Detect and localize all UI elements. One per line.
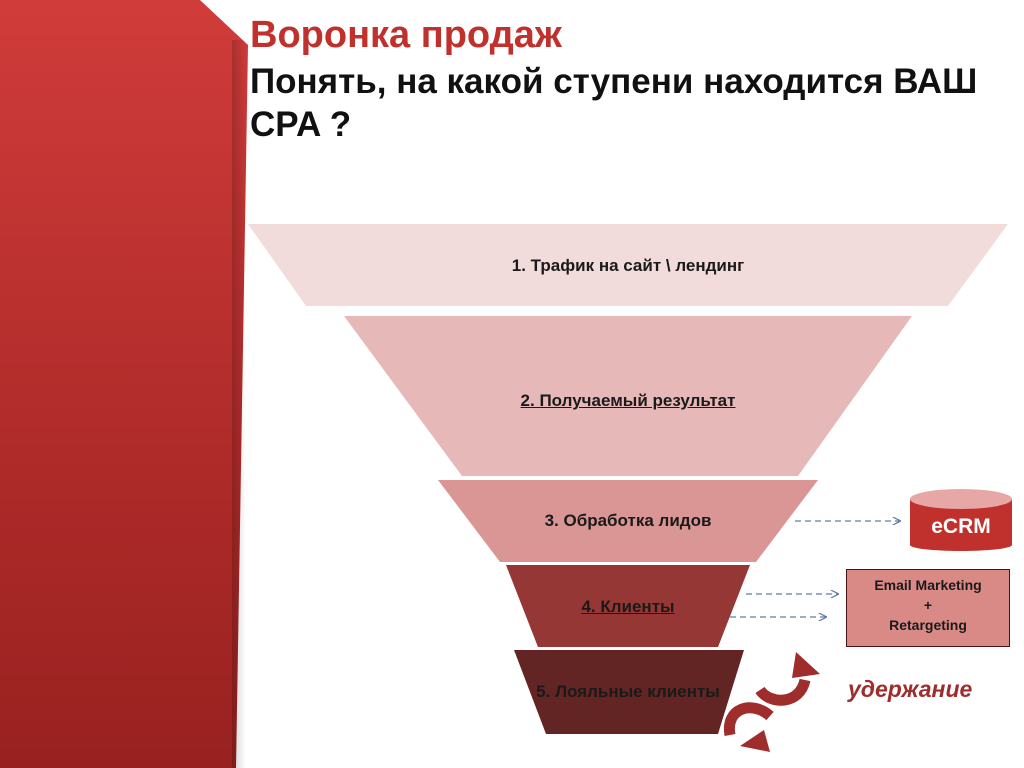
funnel-stage-2-label: 2. Получаемый результат: [520, 391, 736, 410]
email-marketing-line: Email Marketing: [874, 577, 982, 593]
slide-subtitle: Понять, на какой ступени находится ВАШ C…: [250, 62, 978, 144]
funnel-stage-1-label: 1. Трафик на сайт \ лендинг: [511, 256, 745, 275]
email-plus-line: +: [923, 597, 933, 613]
funnel-stage-4-shape: [506, 565, 750, 647]
funnel-stage-3-label: 3. Обработка лидов: [544, 511, 712, 530]
funnel-stage-2-shape: [344, 316, 912, 476]
funnel-stage-4-label: 4. Клиенты: [581, 597, 675, 616]
funnel-stage-1-shape: [248, 224, 1008, 306]
retention-label: удержание: [848, 676, 973, 702]
funnel-stage-3-shape: [438, 480, 818, 562]
sidebar-accent: [0, 0, 248, 768]
sidebar-shadow: [232, 40, 246, 768]
retargeting-line: Retargeting: [889, 617, 967, 633]
ecrm-label: eCRM: [931, 515, 991, 538]
slide-title: Воронка продаж: [250, 14, 562, 56]
funnel-stage-5-label: 5. Лояльные клиенты: [536, 682, 720, 701]
retention-cycle-icon: [723, 652, 820, 752]
funnel-stage-5-shape: [514, 650, 744, 734]
ecrm-database-icon: [910, 489, 1012, 551]
email-marketing-box: Email Marketing + Retargeting: [846, 569, 1010, 647]
